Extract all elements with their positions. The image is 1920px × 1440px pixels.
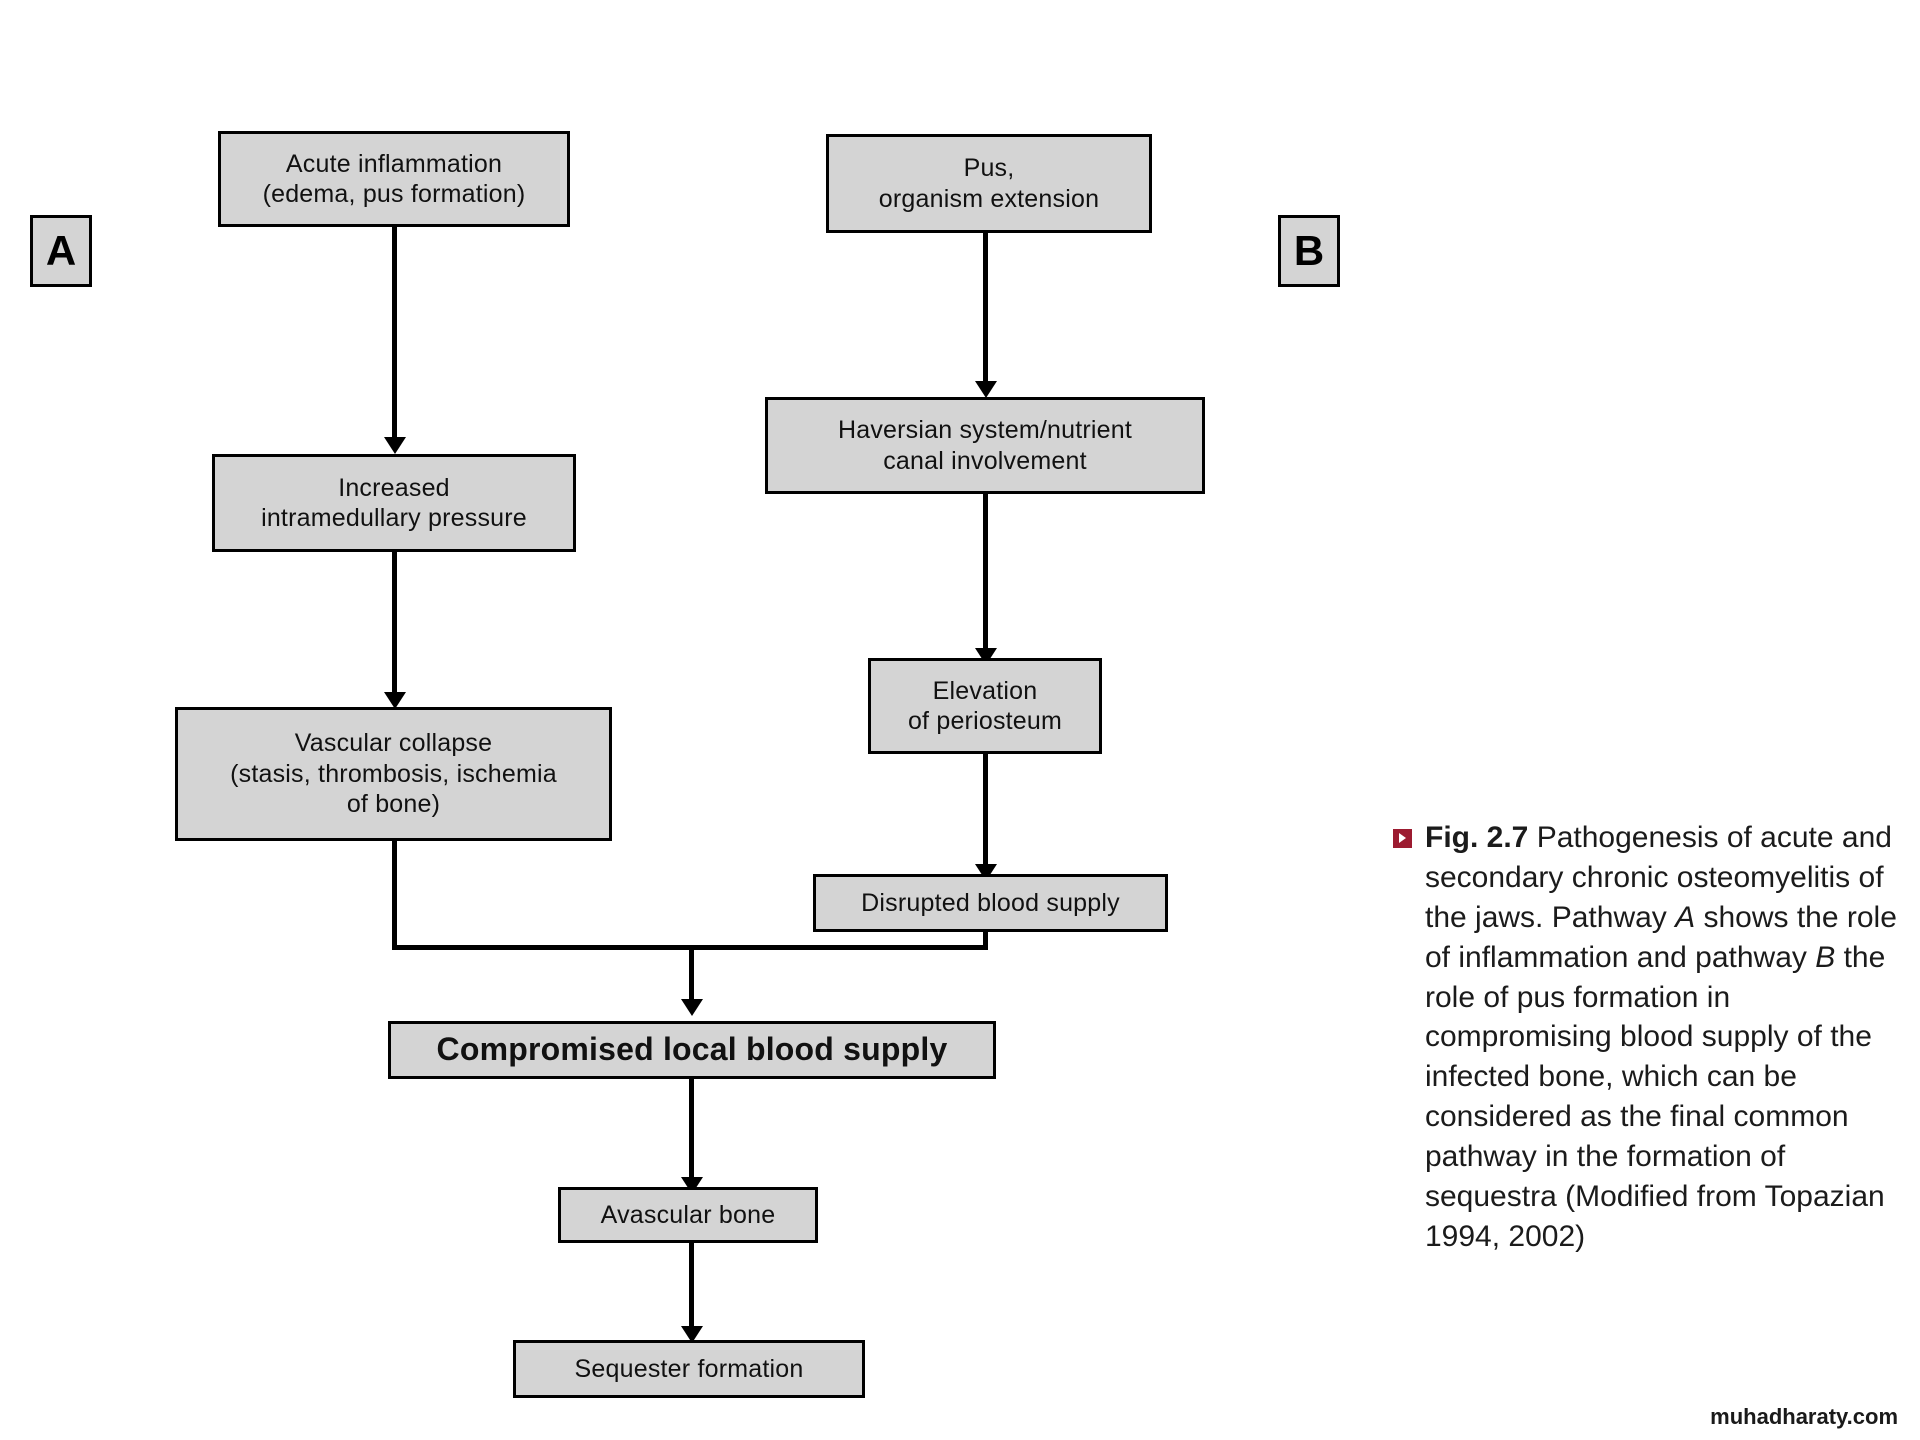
connector-haversian-to-periosteum (983, 494, 988, 660)
connector-junction-down (689, 945, 694, 1011)
box-compromised-blood-supply: Compromised local blood supply (388, 1021, 996, 1079)
caption-text-3: the role of pus formation in compromisin… (1425, 940, 1886, 1253)
connector-disrupted-down (983, 932, 988, 950)
connector-periosteum-to-disrupted (983, 754, 988, 876)
panel-tag-b-label: B (1293, 227, 1325, 274)
figure-number: Fig. 2.7 (1425, 821, 1529, 854)
box-vascular-collapse: Vascular collapse (stasis, thrombosis, i… (175, 707, 612, 841)
site-watermark: muhadharaty.com (1710, 1404, 1898, 1429)
box-avascular-bone: Avascular bone (558, 1187, 818, 1243)
box-pus-extension: Pus, organism extension (826, 134, 1152, 233)
connector-disrupted-left (692, 945, 988, 950)
connector-acute-to-pressure (392, 227, 397, 449)
caption-italic-a: A (1675, 900, 1696, 934)
arrowhead-pressure-to-collapse (384, 692, 406, 709)
connector-avascular-to-sequester (689, 1243, 694, 1338)
connector-collapse-down (392, 841, 397, 949)
arrowhead-acute-to-pressure (384, 437, 406, 454)
box-disrupted-blood-supply: Disrupted blood supply (813, 874, 1168, 932)
panel-tag-a: A (30, 215, 92, 287)
caption-text-1: Pathogenesis of acute and secondary chro… (1425, 821, 1892, 934)
connector-pus-to-haversian (983, 233, 988, 393)
arrowhead-avascular-to-sequester (681, 1326, 703, 1343)
caption-italic-b: B (1815, 940, 1836, 974)
box-acute-inflammation: Acute inflammation (edema, pus formation… (218, 131, 570, 227)
figure-caption: Fig. 2.7 Pathogenesis of acute and secon… (1393, 818, 1915, 1257)
connector-pressure-to-collapse (392, 552, 397, 704)
box-periosteum: Elevation of periosteum (868, 658, 1102, 754)
arrowhead-pus-to-haversian (975, 381, 997, 398)
box-sequester-formation: Sequester formation (513, 1340, 865, 1398)
connector-compromised-to-avascular (689, 1079, 694, 1189)
panel-tag-a-label: A (45, 227, 77, 274)
panel-tag-b: B (1278, 215, 1340, 287)
caption-text-2: shows the role of inflammation and pathw… (1425, 900, 1897, 974)
red-square-marker-icon (1393, 829, 1412, 848)
box-haversian: Haversian system/nutrient canal involvem… (765, 397, 1205, 494)
box-increased-pressure: Increased intramedullary pressure (212, 454, 576, 552)
connector-collapse-right (392, 945, 702, 950)
arrowhead-junction-to-compromised (681, 999, 703, 1016)
